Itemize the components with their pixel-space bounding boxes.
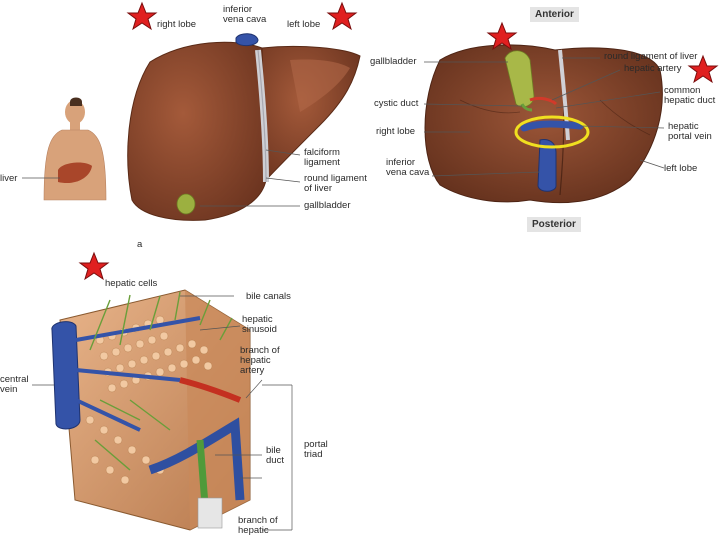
anterior-header: Anterior bbox=[530, 7, 579, 22]
central-vein-shape bbox=[51, 321, 81, 430]
gallbladder-shape-b bbox=[504, 50, 535, 108]
human-liver-shape bbox=[58, 162, 92, 184]
panel-b-liver bbox=[423, 44, 665, 204]
bile-duct-shape bbox=[196, 439, 209, 506]
liver-right-lobe-shape bbox=[127, 41, 267, 221]
label-branch-hepatic-artery: branch of hepatic artery bbox=[240, 345, 280, 376]
label-bile-duct: bile duct bbox=[266, 445, 284, 466]
hepatic-artery-shape bbox=[529, 96, 558, 106]
ivc-shape bbox=[235, 33, 259, 47]
posterior-header: Posterior bbox=[527, 217, 581, 232]
label-round-ligament-b: round ligament of liver bbox=[604, 51, 698, 62]
label-central-vein: central vein bbox=[0, 374, 29, 395]
label-right-lobe-a: right lobe bbox=[157, 19, 197, 30]
label-hepatic-portal-vein: hepatic portal vein bbox=[668, 121, 712, 142]
label-hepatic-sinusoid: hepatic sinusoid bbox=[242, 314, 277, 335]
portal-vein-shape bbox=[520, 120, 584, 132]
label-gallbladder-b: gallbladder bbox=[370, 56, 417, 67]
label-common-hepatic-duct: common hepatic duct bbox=[664, 85, 716, 106]
human-figure bbox=[22, 97, 107, 201]
star-marker-4 bbox=[687, 54, 719, 84]
panel-c-lobule bbox=[32, 289, 293, 531]
star-marker-3 bbox=[486, 21, 518, 51]
ivc-b-shape bbox=[537, 139, 557, 192]
label-bile-canals: bile canals bbox=[246, 291, 291, 302]
label-round-ligament-a: round ligament of liver bbox=[304, 173, 367, 194]
star-marker-5 bbox=[78, 251, 110, 281]
gallbladder-shape-a bbox=[176, 193, 196, 215]
label-inferior-vena-cava-b: inferior vena cava bbox=[386, 157, 430, 178]
panel-a-caption: a bbox=[137, 239, 143, 250]
label-liver: liver bbox=[0, 173, 18, 184]
panel-a-liver bbox=[127, 33, 361, 221]
star-marker-2 bbox=[326, 1, 358, 31]
liver-right-lobe-highlight bbox=[290, 59, 350, 112]
label-left-lobe-a: left lobe bbox=[287, 19, 321, 30]
label-cystic-duct: cystic duct bbox=[374, 98, 419, 109]
star-marker-1 bbox=[126, 1, 158, 31]
label-falciform-ligament: falciform ligament bbox=[304, 147, 340, 168]
label-right-lobe-b: right lobe bbox=[376, 126, 416, 137]
label-branch-of-hepatic: branch of hepatic bbox=[238, 515, 278, 536]
label-gallbladder-a: gallbladder bbox=[304, 200, 351, 211]
label-portal-triad: portal triad bbox=[304, 439, 328, 460]
highlight-ellipse bbox=[514, 115, 590, 149]
label-left-lobe-b: left lobe bbox=[664, 163, 698, 174]
label-hepatic-artery: hepatic artery bbox=[624, 63, 682, 74]
hepatic-artery-branch-shape bbox=[179, 377, 242, 403]
label-inferior-vena-cava-a: inferior vena cava bbox=[223, 4, 267, 25]
label-hepatic-cells: hepatic cells bbox=[105, 278, 158, 289]
